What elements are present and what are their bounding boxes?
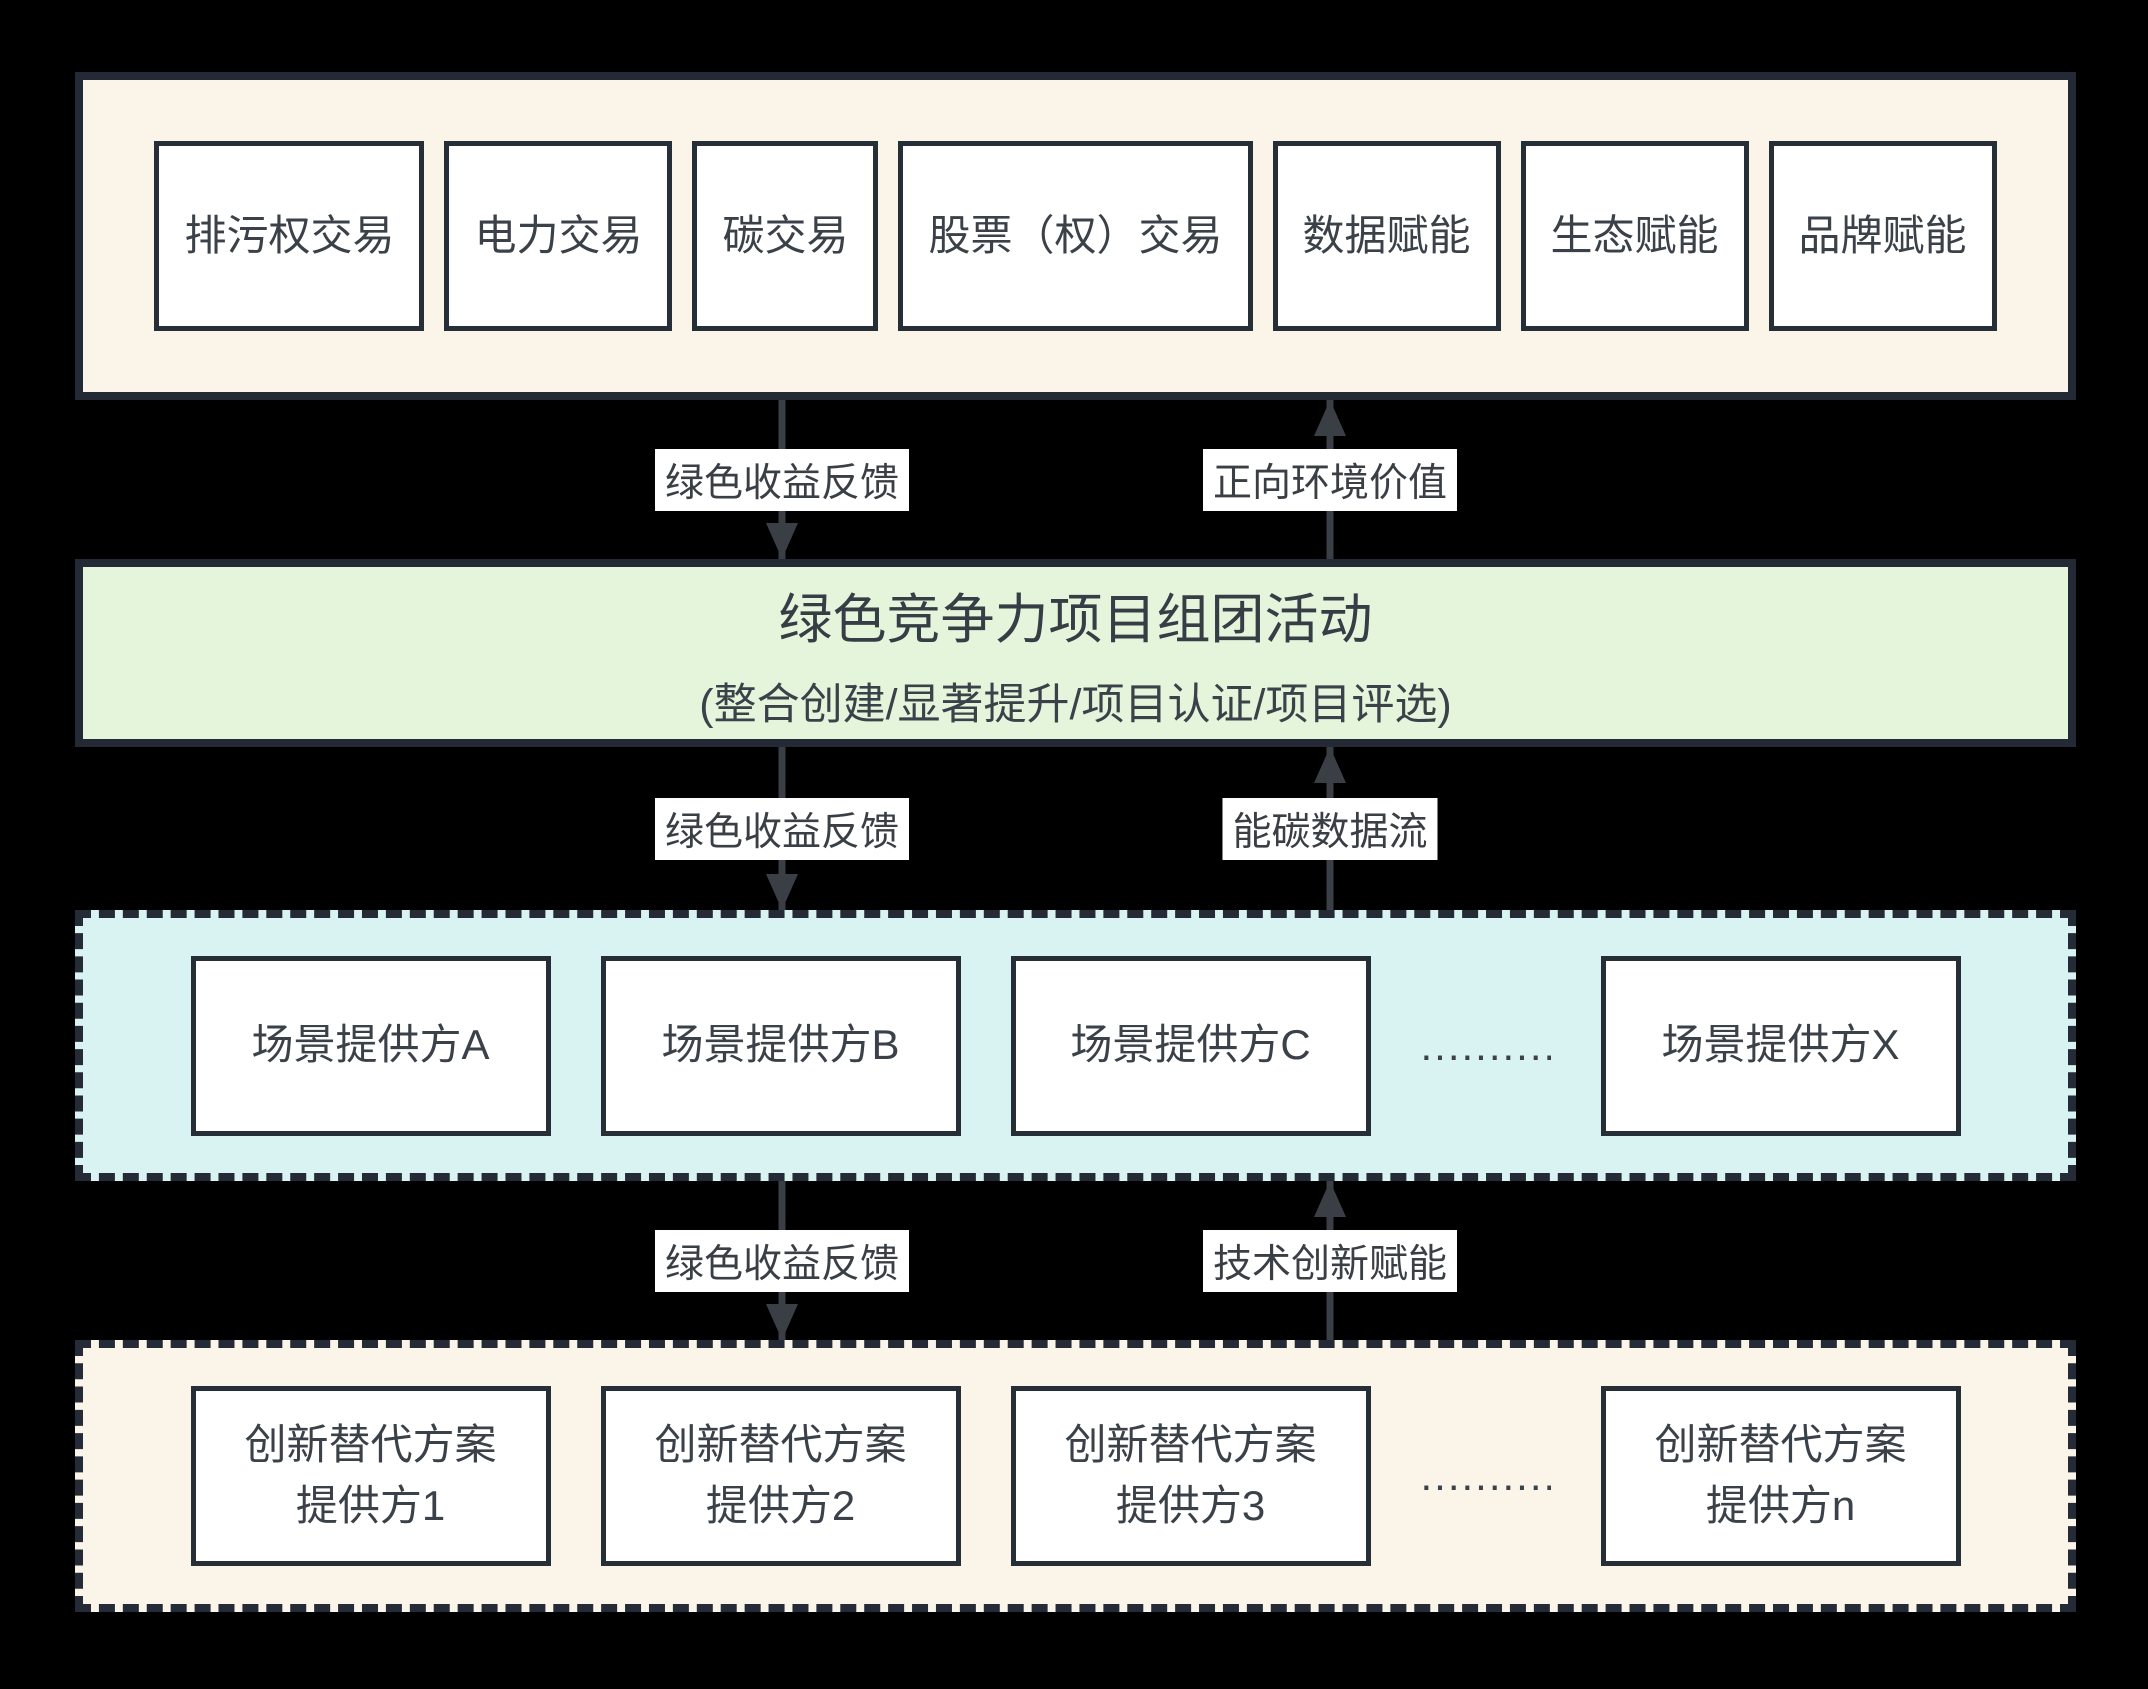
node-label: 品牌赋能: [1798, 211, 1967, 259]
node-label: 电力交易: [474, 211, 643, 259]
node-brand-enablement: 品牌赋能: [1768, 141, 1997, 331]
flow-label-energy-carbon-data-flow: 能碳数据流: [1222, 797, 1438, 860]
node-label-line2: 提供方3: [1115, 1482, 1266, 1529]
arrow-head-down-icon: [766, 874, 798, 910]
arrow-head-down-icon: [766, 523, 798, 559]
node-electricity-trading: 电力交易: [444, 141, 673, 331]
flow-label-green-benefit-feedback: 绿色收益反馈: [654, 797, 910, 860]
node-label: 场景提供方X: [1661, 1021, 1900, 1069]
arrow-head-up-icon: [1314, 400, 1346, 436]
node-label: 场景提供方A: [251, 1021, 490, 1069]
ellipsis-dots: ..............: [1420, 1021, 1551, 1069]
node-label: 场景提供方B: [661, 1021, 900, 1069]
flow-row-1: 绿色收益反馈 正向环境价值: [0, 400, 2148, 559]
node-label: 排污权交易: [184, 211, 395, 259]
node-carbon-trading: 碳交易: [692, 141, 879, 331]
node-label: 场景提供方C: [1070, 1021, 1311, 1069]
node-data-enablement: 数据赋能: [1272, 141, 1501, 331]
innovation-providers-band: 创新替代方案提供方1 创新替代方案提供方2 创新替代方案提供方3 .......…: [75, 1340, 2076, 1612]
node-ecology-enablement: 生态赋能: [1520, 141, 1749, 331]
node-pollution-rights-trading: 排污权交易: [154, 141, 425, 331]
node-label: 创新替代方案提供方1: [244, 1415, 496, 1537]
node-label-line1: 创新替代方案: [244, 1421, 497, 1469]
node-label-line2: 提供方n: [1705, 1482, 1856, 1529]
node-label: 生态赋能: [1550, 211, 1719, 259]
scene-providers-band: 场景提供方A 场景提供方B 场景提供方C .............. 场景提供…: [75, 910, 2076, 1181]
node-label: 创新替代方案提供方n: [1654, 1415, 1906, 1537]
node-innovation-provider-1: 创新替代方案提供方1: [190, 1386, 551, 1566]
node-label: 碳交易: [722, 211, 849, 259]
node-scene-provider-x: 场景提供方X: [1600, 955, 1961, 1136]
market-enablement-band: 排污权交易 电力交易 碳交易 股票（权）交易 数据赋能 生态赋能 品牌赋能: [75, 72, 2076, 400]
node-innovation-provider-n: 创新替代方案提供方n: [1600, 1386, 1961, 1566]
arrow-head-up-icon: [1314, 1181, 1346, 1217]
node-label-line1: 创新替代方案: [1064, 1421, 1317, 1469]
flow-label-green-benefit-feedback: 绿色收益反馈: [654, 1229, 910, 1292]
node-label: 创新替代方案提供方3: [1064, 1415, 1316, 1537]
node-label-line2: 提供方2: [705, 1482, 856, 1529]
arrow-head-up-icon: [1314, 747, 1346, 783]
band-title: 绿色竞争力项目组团活动: [778, 589, 1373, 650]
node-scene-provider-c: 场景提供方C: [1010, 955, 1371, 1136]
flow-label-green-benefit-feedback: 绿色收益反馈: [654, 448, 910, 511]
node-label-line2: 提供方1: [295, 1482, 446, 1529]
ellipsis-dots: .............: [1420, 1452, 1551, 1499]
node-label: 股票（权）交易: [928, 211, 1223, 259]
node-label-line1: 创新替代方案: [1654, 1421, 1907, 1469]
node-stock-equity-trading: 股票（权）交易: [898, 141, 1253, 331]
node-label: 数据赋能: [1302, 211, 1471, 259]
node-label-line1: 创新替代方案: [654, 1421, 907, 1469]
node-scene-provider-b: 场景提供方B: [600, 955, 961, 1136]
node-innovation-provider-2: 创新替代方案提供方2: [600, 1386, 961, 1566]
green-competitiveness-program-band: 绿色竞争力项目组团活动 (整合创建/显著提升/项目认证/项目评选): [75, 559, 2076, 747]
flow-label-positive-environmental-value: 正向环境价值: [1202, 448, 1458, 511]
flow-row-2: 绿色收益反馈 能碳数据流: [0, 747, 2148, 910]
flow-label-tech-innovation-enablement: 技术创新赋能: [1202, 1229, 1458, 1292]
arrow-head-down-icon: [766, 1304, 798, 1340]
flow-row-3: 绿色收益反馈 技术创新赋能: [0, 1181, 2148, 1340]
node-scene-provider-a: 场景提供方A: [190, 955, 551, 1136]
band-subtitle: (整合创建/显著提升/项目认证/项目评选): [699, 680, 1452, 729]
node-label: 创新替代方案提供方2: [654, 1415, 906, 1537]
node-innovation-provider-3: 创新替代方案提供方3: [1010, 1386, 1371, 1566]
